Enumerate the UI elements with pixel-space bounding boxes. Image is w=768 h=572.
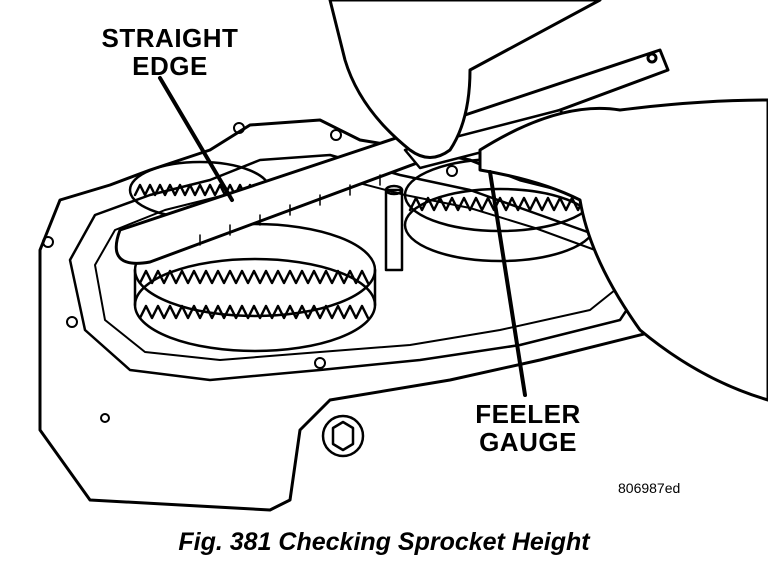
- straight-edge-leader: [158, 76, 234, 202]
- figure-code: 806987ed: [618, 480, 681, 496]
- right-hand: [478, 98, 768, 402]
- hex-bolt: [321, 414, 365, 458]
- feeler-gauge-label: FEELER GAUGE: [468, 400, 588, 456]
- straight-edge-label-line1: STRAIGHT: [101, 23, 239, 53]
- straight-edge-label-line2: EDGE: [132, 51, 208, 81]
- straight-edge-label: STRAIGHT EDGE: [95, 24, 245, 80]
- gasket-inner: [94, 177, 616, 361]
- feeler-gauge-leader: [488, 170, 527, 397]
- feeler-gauge-label-line1: FEELER: [475, 399, 581, 429]
- feeler-gauge-label-line2: GAUGE: [479, 427, 577, 457]
- upper-hand: [328, 0, 602, 159]
- shaft-pin: [384, 184, 404, 272]
- figure-caption: Fig. 381 Checking Sprocket Height: [178, 528, 590, 556]
